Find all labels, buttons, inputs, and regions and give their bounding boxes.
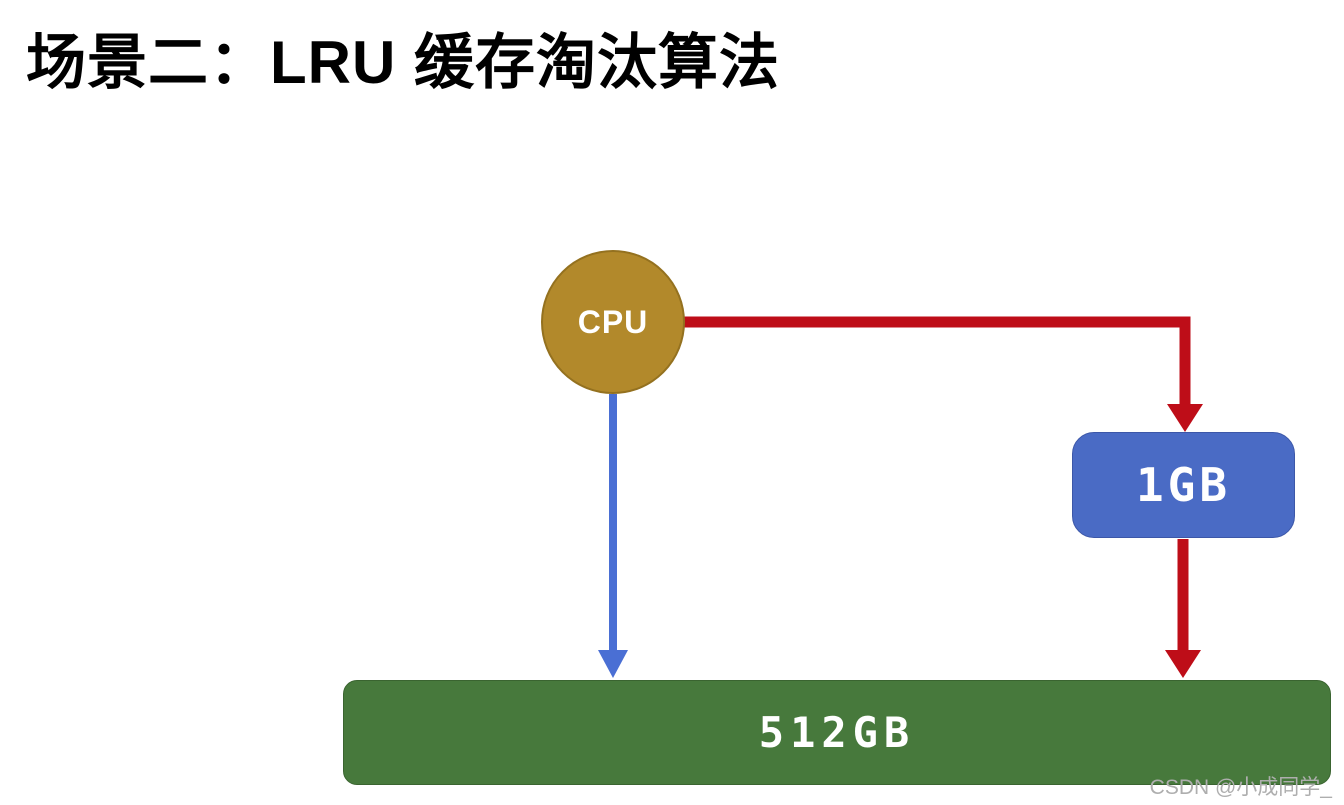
cpu-node: CPU: [541, 250, 685, 394]
cpu-label: CPU: [577, 303, 649, 340]
page-title: 场景二：LRU 缓存淘汰算法: [26, 29, 780, 96]
memory-node: 512GB: [343, 680, 1331, 785]
cache-label: 1GB: [1135, 458, 1232, 512]
arrow-cache-to-memory-head: [1165, 650, 1201, 678]
arrow-cpu-to-memory: [598, 394, 628, 678]
arrow-cpu-to-memory-head: [598, 650, 628, 678]
arrow-cpu-to-cache: [683, 316, 1203, 432]
memory-label: 512GB: [758, 708, 916, 757]
arrow-cpu-to-cache-line: [683, 316, 1191, 406]
arrow-cpu-to-cache-head: [1167, 404, 1203, 432]
arrow-cache-to-memory: [1165, 539, 1201, 678]
watermark: CSDN @小成同学_: [1149, 776, 1332, 799]
cache-node: 1GB: [1072, 432, 1295, 538]
